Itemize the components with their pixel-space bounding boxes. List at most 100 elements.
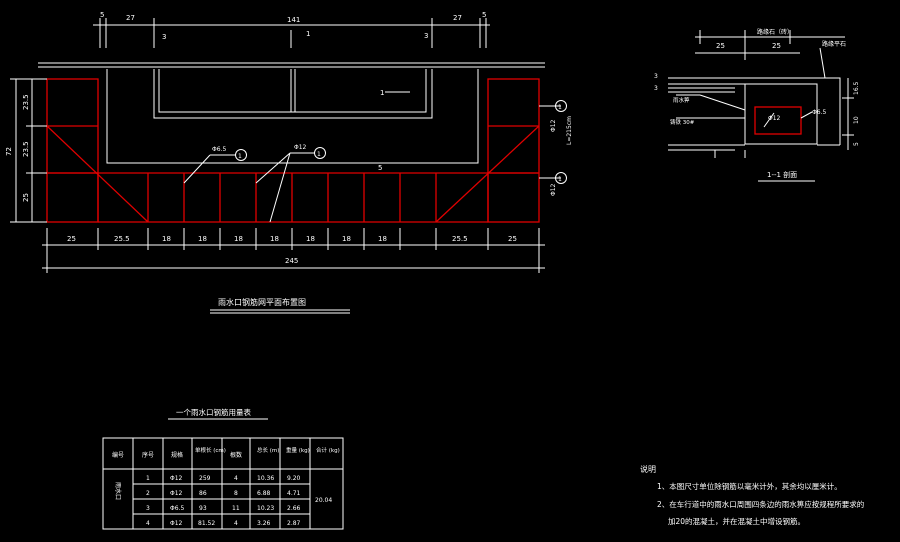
section-label-1: 雨水箅: [673, 96, 690, 104]
r4c1: 4: [146, 520, 150, 527]
r3c1: 3: [146, 505, 150, 512]
r3c4: 11: [232, 505, 240, 512]
r2c5: 6.88: [257, 490, 271, 497]
bar-label-1: Φ6.5: [212, 146, 226, 153]
dim-bottom-6: 18: [270, 235, 279, 243]
r4c2: Φ12: [170, 520, 183, 527]
dim-bottom-8: 18: [342, 235, 351, 243]
r3c5: 10.23: [257, 505, 274, 512]
dim-bottom-7: 18: [306, 235, 315, 243]
leader-label: 1: [380, 89, 384, 97]
r1c1: 1: [146, 475, 150, 482]
table-title: 一个雨水口钢筋用量表: [176, 407, 251, 417]
dim-top-5: 5: [482, 11, 486, 19]
right-bar-b: Φ12: [550, 183, 557, 196]
dim-bottom-2: 25.5: [114, 235, 130, 243]
dim-bottom-11: 25: [508, 235, 517, 243]
section-dim-side-2: 3: [654, 85, 658, 92]
section-view: 25 25 路缘石（砖） 路缘平石 雨水箅 铸铁 30# 3 3 Φ12 Φ6.…: [654, 28, 860, 182]
table-total: 20.04: [315, 497, 332, 504]
note-3: 加20的混凝土，并在混凝土中增设钢筋。: [668, 516, 805, 526]
r1c3: 259: [199, 475, 211, 482]
dim-bottom-3: 18: [162, 235, 171, 243]
r2c6: 4.71: [287, 490, 301, 497]
dim-left-2: 23.5: [22, 141, 30, 157]
section-bar-b: Φ6.5: [812, 109, 826, 116]
r1c2: Φ12: [170, 475, 183, 482]
note-2: 2、在车行道中的雨水口周围四条边的雨水箅应按规程所要求的: [657, 499, 864, 509]
dim-top-1: 5: [100, 11, 104, 19]
dim-left-1: 23.5: [22, 94, 30, 110]
th-4: 单根长 (cm): [195, 446, 226, 454]
r2c2: Φ12: [170, 490, 183, 497]
r1c4: 4: [234, 475, 238, 482]
notes-heading: 说明: [640, 464, 656, 474]
r4c5: 3.26: [257, 520, 271, 527]
circle-right-bottom: 1: [558, 176, 562, 183]
dim-bottom-10: 25.5: [452, 235, 468, 243]
top-dimension-line: [93, 18, 490, 48]
right-bar-len: L=215cm: [566, 116, 573, 145]
callout-b: 1: [306, 30, 310, 38]
section-title: 1--1 剖面: [767, 170, 797, 179]
bottom-dimension-lines: [42, 228, 545, 273]
r4c3: 81.52: [198, 520, 215, 527]
notes: 说明 1、本图尺寸单位除钢筋以毫米计外，其余均以厘米计。 2、在车行道中的雨水口…: [640, 464, 864, 526]
right-bar-a: Φ12: [550, 119, 557, 132]
bar-label-2: Φ12: [294, 144, 307, 151]
section-label-2: 铸铁 30#: [670, 118, 695, 126]
th-6: 总长 (m): [257, 446, 279, 454]
dim-bottom-5: 18: [234, 235, 243, 243]
dim-bottom-9: 18: [378, 235, 387, 243]
th-1: 编号: [112, 451, 124, 459]
small-dim: 5: [378, 164, 382, 172]
th-8: 合计 (kg): [316, 446, 340, 454]
section-dim-right-2: 10: [853, 116, 860, 124]
dim-bottom-4: 18: [198, 235, 207, 243]
dim-bottom-total: 245: [285, 257, 298, 265]
r1c5: 10.36: [257, 475, 274, 482]
section-dim-right-3: 5: [853, 142, 860, 146]
r3c3: 93: [199, 505, 207, 512]
dim-left-3: 25: [22, 193, 30, 202]
section-dim-side-1: 3: [654, 73, 658, 80]
th-3: 规格: [171, 451, 183, 459]
dim-top-3: 141: [287, 16, 300, 24]
r4c6: 2.87: [287, 520, 301, 527]
section-dim-right-1: 16.5: [853, 81, 860, 95]
r3c2: Φ6.5: [170, 505, 184, 512]
left-dimension-lines: [10, 78, 47, 223]
r2c4: 8: [234, 490, 238, 497]
circle-right-top: 1: [558, 104, 562, 111]
r1c6: 9.20: [287, 475, 301, 482]
dim-top-2: 27: [126, 14, 135, 22]
callout-a: 3: [162, 33, 166, 41]
section-dim-top-1: 25: [716, 42, 725, 50]
group-label: 雨水口: [114, 482, 122, 500]
th-5: 根数: [230, 451, 242, 459]
section-dim-top-2: 25: [772, 42, 781, 50]
dim-left-total: 72: [5, 147, 13, 156]
plan-view: 5 27 141 27 5 3 1 3 1 5: [5, 11, 573, 314]
bar-callouts: [183, 100, 567, 223]
section-right-label: 路缘平石: [822, 40, 846, 48]
circle-label-2: 1: [317, 151, 321, 158]
circle-label-1: 1: [238, 153, 242, 160]
dim-bottom-1: 25: [67, 235, 76, 243]
callout-c: 3: [424, 32, 428, 40]
r3c6: 2.66: [287, 505, 301, 512]
th-2: 序号: [142, 451, 154, 459]
r2c1: 2: [146, 490, 150, 497]
rebar-mesh: [46, 78, 540, 223]
note-1: 1、本图尺寸单位除钢筋以毫米计外，其余均以厘米计。: [657, 481, 842, 491]
inlet-outline: [106, 69, 479, 164]
rebar-table: 一个雨水口钢筋用量表 编号 序号 规格 单根长 (cm) 根数 总长 (m) 重…: [102, 407, 344, 530]
dim-top-4: 27: [453, 14, 462, 22]
r4c4: 4: [234, 520, 238, 527]
section-top-label: 路缘石（砖）: [757, 28, 793, 36]
plan-title: 雨水口钢筋网平面布置图: [218, 297, 306, 307]
th-7: 重量 (kg): [286, 446, 310, 454]
r2c3: 86: [199, 490, 207, 497]
